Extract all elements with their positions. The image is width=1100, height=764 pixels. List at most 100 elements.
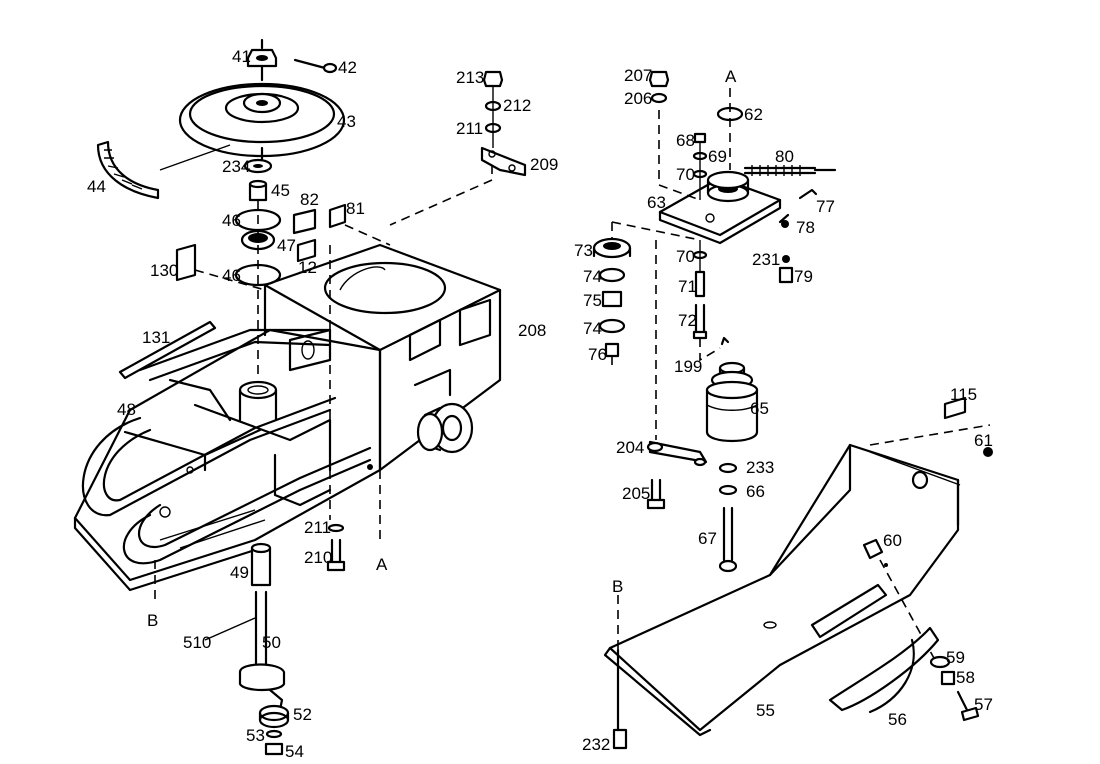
label-54: 54 xyxy=(285,742,304,761)
label-60: 60 xyxy=(883,531,902,550)
section-B-left: B xyxy=(147,611,158,630)
arm-204 xyxy=(646,440,708,467)
label-43: 43 xyxy=(337,112,356,131)
spacer-75 xyxy=(601,290,623,308)
ring-74-bottom xyxy=(598,318,626,334)
section-A-top: A xyxy=(725,67,737,86)
label-115: 115 xyxy=(950,385,977,404)
label-208: 208 xyxy=(518,321,546,340)
label-52: 52 xyxy=(293,705,312,724)
label-45: 45 xyxy=(271,181,290,200)
label-42: 42 xyxy=(338,58,357,77)
rod-80 xyxy=(743,165,837,176)
nut-41 xyxy=(246,48,278,68)
label-62: 62 xyxy=(744,105,763,124)
washer-66 xyxy=(718,484,738,496)
nut-213 xyxy=(482,70,504,88)
label-44: 44 xyxy=(87,177,106,196)
label-57: 57 xyxy=(974,695,993,714)
nut-231 xyxy=(782,255,790,263)
label-233: 233 xyxy=(746,458,774,477)
bolt-79 xyxy=(778,266,794,284)
label-61: 61 xyxy=(974,431,993,450)
plate-82 xyxy=(292,208,317,235)
section-line-left xyxy=(194,224,391,520)
label-232: 232 xyxy=(582,735,610,754)
label-70-bottom: 70 xyxy=(676,247,695,266)
pin-77 xyxy=(798,188,818,200)
label-204: 204 xyxy=(616,438,644,457)
label-71: 71 xyxy=(678,277,697,296)
pin-42 xyxy=(293,58,338,74)
nut-58 xyxy=(940,670,956,686)
label-75: 75 xyxy=(583,291,602,310)
washer-233 xyxy=(718,462,738,474)
label-199: 199 xyxy=(674,357,702,376)
shaft-stack xyxy=(234,38,282,380)
label-74-bottom: 74 xyxy=(583,319,602,338)
section-line-bushing xyxy=(611,221,701,370)
guard-55 xyxy=(603,443,961,737)
bolt-67 xyxy=(718,506,738,573)
label-209: 209 xyxy=(530,155,558,174)
nut-207 xyxy=(648,70,670,88)
label-76: 76 xyxy=(588,345,607,364)
leader-44 xyxy=(159,144,231,171)
bolt-57 xyxy=(956,690,980,722)
label-67: 67 xyxy=(698,529,717,548)
bolt-205 xyxy=(646,478,666,510)
washer-53 xyxy=(265,729,283,739)
nut-54 xyxy=(264,742,284,756)
label-68: 68 xyxy=(676,131,695,150)
label-63: 63 xyxy=(647,193,666,212)
blade-adapter-52 xyxy=(258,704,290,729)
section-line-61 xyxy=(869,424,991,446)
nut-61 xyxy=(983,447,993,457)
label-56: 56 xyxy=(888,710,907,729)
label-212: 212 xyxy=(503,96,531,115)
label-77: 77 xyxy=(816,197,835,216)
label-207: 207 xyxy=(624,66,652,85)
plate-130 xyxy=(175,243,197,282)
label-66: 66 xyxy=(746,482,765,501)
label-48: 48 xyxy=(117,400,136,419)
label-72: 72 xyxy=(678,311,697,330)
label-59: 59 xyxy=(946,648,965,667)
label-65: 65 xyxy=(750,399,769,418)
section-labels: A A B B xyxy=(147,67,737,630)
section-A-bottom: A xyxy=(376,555,388,574)
label-74-top: 74 xyxy=(583,267,602,286)
plate-81 xyxy=(328,203,347,229)
label-234: 234 xyxy=(222,157,250,176)
section-line-top xyxy=(389,165,493,226)
label-69: 69 xyxy=(708,147,727,166)
bolt-72-head xyxy=(692,330,708,340)
label-47: 47 xyxy=(277,236,296,255)
washer-206 xyxy=(650,92,668,104)
washer-59 xyxy=(929,655,951,669)
label-211-bottom: 211 xyxy=(304,518,331,537)
bolt-210 xyxy=(326,538,346,572)
ring-74-top xyxy=(598,267,626,283)
label-130: 130 xyxy=(150,261,178,280)
label-55: 55 xyxy=(756,701,775,720)
bushing-73 xyxy=(592,237,632,259)
plate-115 xyxy=(943,396,967,420)
label-82: 82 xyxy=(300,190,319,209)
deck-frame xyxy=(73,328,382,592)
blade-56 xyxy=(828,626,940,714)
bolt-78 xyxy=(778,213,790,228)
gearbox-housing xyxy=(263,243,502,472)
label-70-top: 70 xyxy=(676,165,695,184)
belt-guard-44 xyxy=(96,140,160,200)
label-210: 210 xyxy=(304,548,332,567)
label-231: 231 xyxy=(752,250,780,269)
bracket-60 xyxy=(862,538,884,560)
strip-131 xyxy=(118,320,217,380)
label-80: 80 xyxy=(775,147,794,166)
label-49: 49 xyxy=(230,563,249,582)
label-211-top: 211 xyxy=(456,119,483,138)
label-131: 131 xyxy=(142,328,170,347)
bolt-68 xyxy=(693,132,707,144)
